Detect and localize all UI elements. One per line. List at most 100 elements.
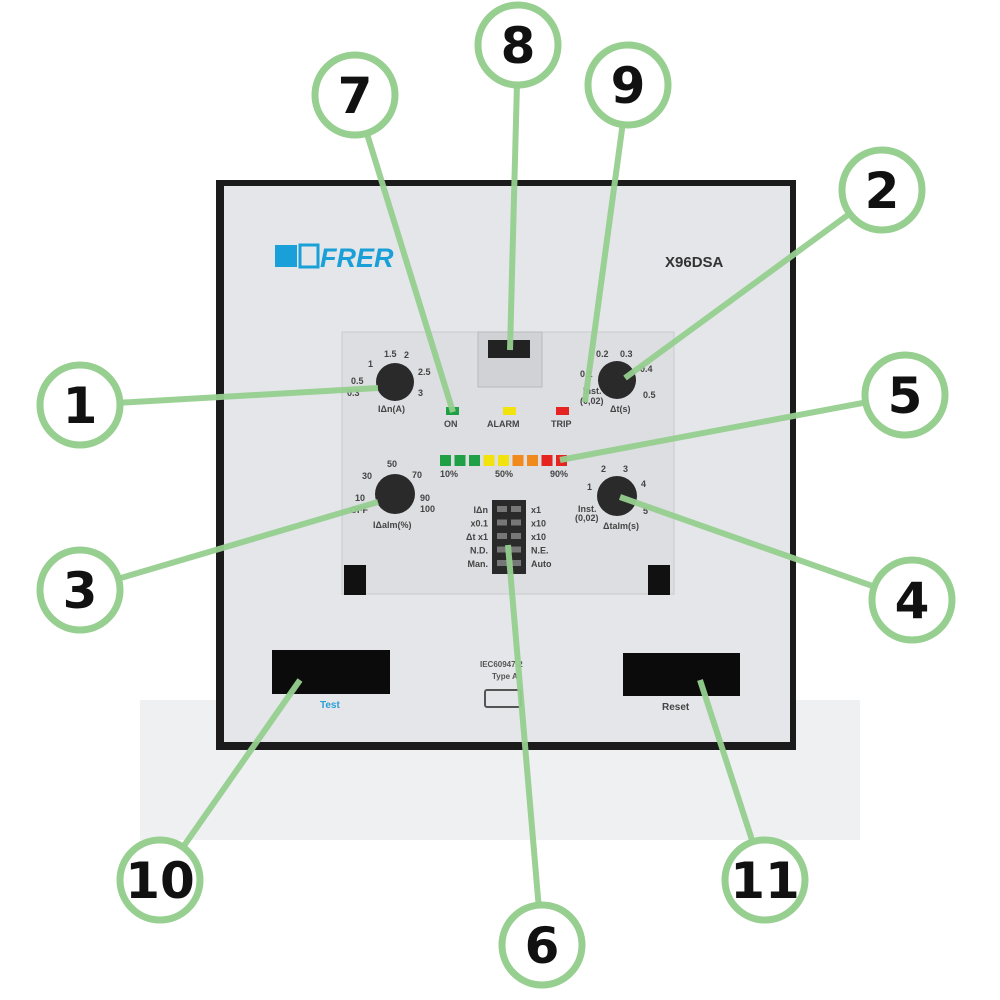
callout-leader-line: [623, 187, 884, 381]
dip-switch[interactable]: [497, 506, 507, 512]
led-alarm-label: ALARM: [487, 419, 520, 429]
dip-right-label: x10: [531, 519, 546, 529]
dip-right-label: Auto: [531, 559, 552, 569]
dip-right-label: x10: [531, 532, 546, 542]
svg-text:(0,02): (0,02): [575, 513, 599, 523]
latch-right[interactable]: [648, 565, 670, 595]
bar-label: 90%: [550, 469, 568, 479]
svg-text:0.5: 0.5: [351, 376, 364, 386]
test-label: Test: [320, 700, 340, 711]
svg-text:4: 4: [641, 479, 646, 489]
callout-number: 9: [611, 57, 646, 115]
svg-text:1.5: 1.5: [384, 349, 397, 359]
svg-text:Δt(s): Δt(s): [610, 404, 630, 414]
callout-5: 5: [861, 351, 949, 439]
callout-leader-line: [582, 84, 631, 403]
dip-left-label: Man.: [467, 559, 488, 569]
svg-text:0.3: 0.3: [347, 388, 360, 398]
callout-leader-line: [559, 392, 906, 463]
svg-text:0.5: 0.5: [643, 390, 656, 400]
bar-segment: [498, 455, 509, 466]
svg-text:IΔalm(%): IΔalm(%): [373, 520, 411, 530]
callout-4: 4: [868, 556, 956, 644]
dip-switch[interactable]: [511, 519, 521, 526]
svg-text:0.3: 0.3: [620, 349, 633, 359]
svg-text:Inst.: Inst.: [578, 504, 597, 514]
svg-text:50: 50: [387, 459, 397, 469]
callouts: 1 2 3 4 5 6 7 8 9 10 11: [36, 1, 956, 989]
dip-switch[interactable]: [511, 506, 521, 512]
dip-switch[interactable]: [497, 533, 507, 539]
svg-text:2.5: 2.5: [418, 367, 431, 377]
callout-9: 9: [584, 41, 672, 129]
bar-segment: [527, 455, 538, 466]
bar-segment: [454, 455, 466, 466]
reset-label: Reset: [662, 702, 690, 713]
callout-leader-line: [505, 544, 545, 946]
dip-right-label: x1: [531, 505, 541, 515]
standard-label: IEC60947-2: [480, 660, 523, 669]
callout-number: 2: [865, 162, 900, 220]
callout-7: 7: [311, 51, 399, 139]
callout-leader-line: [619, 494, 913, 603]
dip-switch[interactable]: [511, 546, 521, 553]
latch-left[interactable]: [344, 565, 366, 595]
svg-text:(0,02): (0,02): [580, 396, 604, 406]
callout-6: 6: [498, 901, 586, 989]
callout-leader-line: [79, 499, 379, 593]
callout-leader-line: [507, 44, 521, 351]
callout-number: 10: [125, 852, 195, 910]
bar-segment: [440, 455, 451, 466]
callout-8: 8: [474, 1, 562, 89]
bar-segment: [469, 455, 480, 466]
svg-text:10: 10: [355, 493, 365, 503]
svg-text:FRER: FRER: [320, 243, 394, 273]
callout-1: 1: [36, 361, 124, 449]
svg-text:2: 2: [601, 464, 606, 474]
bargraph: [440, 455, 567, 466]
bar-label: 50%: [495, 469, 513, 479]
dip-switch[interactable]: [497, 560, 507, 566]
svg-text:IΔn(A): IΔn(A): [378, 404, 405, 414]
frer-logo: FRER: [275, 243, 394, 273]
dip-right-label: N.E.: [531, 546, 549, 556]
callout-number: 11: [730, 852, 800, 910]
knob-idn[interactable]: 0.3 0.5 1 1.5 2 2.5 3 IΔn(A): [347, 349, 431, 414]
dip-switch[interactable]: [497, 546, 507, 553]
callout-number: 3: [63, 562, 98, 620]
bar-label: 10%: [440, 469, 458, 479]
svg-text:Δtalm(s): Δtalm(s): [603, 521, 639, 531]
led-trip-label: TRIP: [551, 419, 572, 429]
test-button[interactable]: [272, 650, 390, 694]
svg-text:90: 90: [420, 493, 430, 503]
led-on-label: ON: [444, 419, 458, 429]
callout-number: 5: [888, 367, 923, 425]
svg-text:30: 30: [362, 471, 372, 481]
callout-number: 7: [338, 67, 373, 125]
knob-dtalm[interactable]: Inst. (0,02) 1 2 3 4 5 Δtalm(s): [575, 464, 648, 531]
callout-10: 10: [116, 836, 204, 924]
callout-11: 11: [721, 836, 809, 924]
dip-left-label: N.D.: [470, 546, 488, 556]
callout-3: 3: [36, 546, 124, 634]
svg-text:3: 3: [418, 388, 423, 398]
dip-left-label: IΔn: [474, 505, 488, 515]
svg-text:2: 2: [404, 350, 409, 360]
callout-number: 6: [525, 917, 560, 975]
bar-segment: [512, 455, 524, 466]
svg-text:100: 100: [420, 504, 435, 514]
svg-text:70: 70: [412, 470, 422, 480]
model-label: X96DSA: [665, 254, 724, 271]
callout-number: 4: [895, 572, 930, 630]
dip-switch[interactable]: [497, 519, 507, 526]
led-alarm: [503, 407, 516, 415]
svg-text:Inst.: Inst.: [583, 386, 602, 396]
svg-text:3: 3: [623, 464, 628, 474]
svg-text:0.2: 0.2: [596, 349, 609, 359]
callout-leader-line: [79, 385, 379, 408]
dip-switch[interactable]: [511, 560, 521, 566]
reset-button[interactable]: [623, 653, 740, 696]
callout-number: 8: [501, 17, 536, 75]
dip-switch[interactable]: [511, 533, 521, 539]
